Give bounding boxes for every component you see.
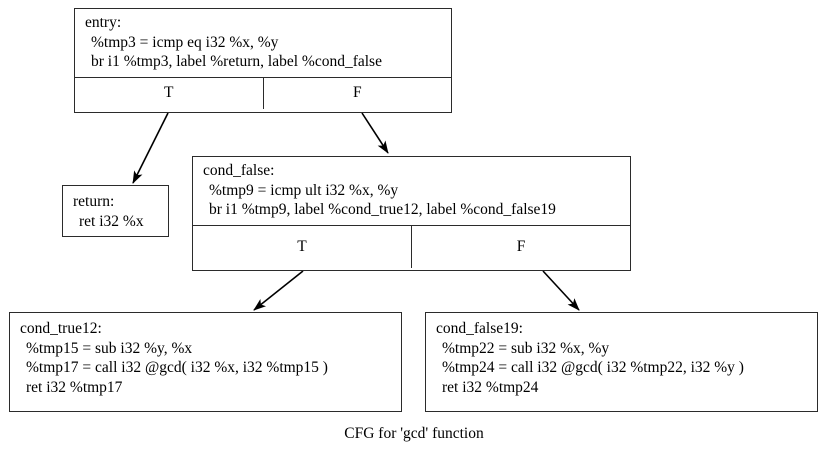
node-entry-port-false[interactable]: F — [352, 84, 362, 101]
node-return[interactable]: return: ret i32 %x — [62, 185, 169, 237]
node-cond-false-body: cond_false: %tmp9 = icmp ult i32 %x, %y … — [193, 157, 630, 225]
node-entry-label: entry: — [85, 14, 122, 31]
node-cond-true12-line-2: %tmp17 = call i32 @gcd( i32 %x, i32 %tmp… — [26, 359, 328, 376]
node-cond-false19-line-3: ret i32 %tmp24 — [442, 378, 539, 396]
node-cond-false19-label: cond_false19: — [436, 320, 523, 337]
edge-cond-false-false-to-cond-false19 — [542, 270, 580, 311]
node-return-line-1: ret i32 %x — [79, 212, 144, 230]
node-cond-false19-body: cond_false19: %tmp22 = sub i32 %x, %y %t… — [426, 313, 817, 402]
node-cond-false-label: cond_false: — [203, 162, 275, 179]
node-cond-true12[interactable]: cond_true12: %tmp15 = sub i32 %y, %x %tm… — [9, 312, 402, 412]
node-cond-true12-line-1: %tmp15 = sub i32 %y, %x — [26, 339, 193, 357]
node-entry-line-2: br i1 %tmp3, label %return, label %cond_… — [91, 53, 382, 70]
node-cond-false-line-2: br i1 %tmp9, label %cond_true12, label %… — [209, 201, 556, 218]
node-entry-body: entry: %tmp3 = icmp eq i32 %x, %y br i1 … — [75, 9, 451, 77]
node-cond-false-port-false[interactable]: F — [516, 237, 526, 255]
edge-entry-false-to-cond-false — [361, 112, 389, 154]
node-cond-false-line-1: %tmp9 = icmp ult i32 %x, %y — [209, 181, 399, 199]
node-entry-port-true[interactable]: T — [75, 77, 264, 109]
edge-cond-false-true-to-cond-true12 — [253, 270, 304, 311]
node-entry[interactable]: entry: %tmp3 = icmp eq i32 %x, %y br i1 … — [74, 8, 452, 113]
node-cond-true12-line-3: ret i32 %tmp17 — [26, 378, 123, 396]
node-cond-false19-line-2: %tmp24 = call i32 @gcd( i32 %tmp22, i32 … — [442, 359, 744, 376]
node-cond-false[interactable]: cond_false: %tmp9 = icmp ult i32 %x, %y … — [192, 156, 631, 271]
node-cond-false-ports: T F — [193, 224, 630, 268]
node-return-body: return: ret i32 %x — [63, 186, 168, 237]
diagram-caption: CFG for 'gcd' function — [344, 425, 484, 442]
node-entry-ports: T F — [75, 76, 451, 109]
node-return-label: return: — [73, 193, 115, 210]
node-entry-line-1: %tmp3 = icmp eq i32 %x, %y — [91, 33, 279, 51]
node-cond-true12-label: cond_true12: — [20, 320, 102, 337]
edge-entry-true-to-return — [132, 112, 169, 184]
node-cond-false19[interactable]: cond_false19: %tmp22 = sub i32 %x, %y %t… — [425, 312, 818, 412]
node-cond-false-port-true[interactable]: T — [193, 225, 412, 268]
node-cond-true12-body: cond_true12: %tmp15 = sub i32 %y, %x %tm… — [10, 313, 401, 402]
node-cond-false19-line-1: %tmp22 = sub i32 %x, %y — [442, 339, 610, 357]
